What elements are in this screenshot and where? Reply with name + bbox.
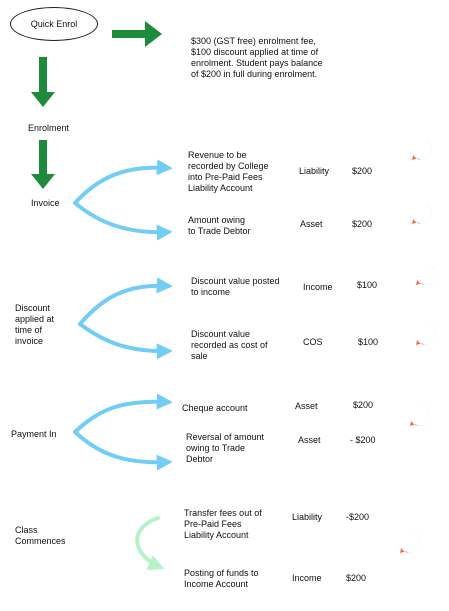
marker-badge-number: 5	[417, 411, 423, 421]
entry-line: sale	[191, 351, 208, 361]
marker-badge: 5	[409, 405, 431, 427]
entry-type: Asset	[295, 401, 318, 411]
marker-pin-icon	[412, 140, 432, 160]
marker-pin-icon	[412, 204, 432, 224]
entry-description: Discount value recorded as cost of sale	[191, 329, 268, 362]
entry-line: Pre-Paid Fees	[184, 519, 242, 529]
marker-badge-number: 1	[419, 145, 425, 155]
entry-amount: -$200	[346, 512, 370, 522]
entry-line: Reversal of amount	[186, 432, 265, 442]
entry-line: Discount value posted	[191, 276, 280, 286]
entry-amount: - $200	[350, 435, 376, 445]
green-arrow-down-2	[31, 140, 55, 189]
green-arrow-down-1	[31, 57, 55, 107]
entry-line: into Pre-Paid Fees	[188, 172, 263, 182]
marker-badge: 1	[411, 139, 433, 161]
step-class-line: Class	[15, 525, 38, 535]
entry-description: Cheque account	[182, 403, 248, 414]
step-discount-line: Discount	[15, 303, 51, 313]
entry-description: Reversal of amount owing to Trade Debtor	[186, 432, 264, 465]
entry-amount: $200	[352, 166, 373, 176]
quick-enrol-label: Quick Enrol	[30, 19, 78, 29]
marker-badge: 6	[399, 532, 421, 554]
step-discount-line: invoice	[15, 336, 44, 346]
entry-line: owing to Trade	[186, 443, 246, 453]
entry-type: Income	[303, 282, 333, 292]
step-class-line: Commences	[15, 536, 66, 546]
entry-type: Liability	[292, 512, 323, 522]
marker-badge-number: 2	[419, 209, 425, 219]
entry-line: Liability Account	[184, 530, 249, 540]
entry-line: recorded as cost of	[191, 340, 268, 350]
payment-branch-down	[73, 430, 173, 471]
entry-amount: $200	[346, 573, 367, 583]
entry-line: Amount owing	[188, 215, 246, 225]
payment-branch-up	[73, 393, 173, 434]
marker-badge-number: 6	[407, 538, 413, 548]
marker-pin-icon	[416, 325, 436, 345]
entry-description: Posting of funds to Income Account	[184, 568, 259, 590]
entry-description: Revenue to be recorded by College into P…	[188, 150, 269, 194]
marker-badge: 2	[411, 203, 433, 225]
fee-note-line: $100 discount applied at time of	[191, 47, 319, 57]
marker-badge: 3	[415, 264, 437, 286]
discount-branch-up	[78, 277, 173, 326]
entry-amount: $100	[357, 280, 378, 290]
marker-pin-icon	[416, 265, 436, 285]
entry-line: Discount value	[191, 329, 251, 339]
step-invoice: Invoice	[31, 198, 60, 208]
entry-type: Asset	[298, 435, 321, 445]
transfer-arrow	[135, 516, 165, 570]
entry-line: Debtor	[186, 454, 214, 464]
step-enrolment: Enrolment	[28, 123, 70, 133]
entry-line: Revenue to be	[188, 150, 247, 160]
entry-type: Income	[292, 573, 322, 583]
entry-line: Liability Account	[188, 183, 253, 193]
entry-description: Discount value posted to income	[191, 276, 280, 298]
entry-line: recorded by College	[188, 161, 269, 171]
marker-badge-number: 3	[423, 270, 429, 280]
entry-type: Liability	[299, 166, 330, 176]
entry-line: Transfer fees out of	[184, 508, 262, 518]
step-discount-line: applied at	[15, 314, 55, 324]
fee-note: $300 (GST free) enrolment fee, $100 disc…	[191, 36, 323, 80]
invoice-branch-down	[73, 201, 173, 241]
marker-badge-number: 4	[423, 330, 429, 340]
entry-line: to income	[191, 287, 231, 297]
invoice-branch-up	[73, 159, 173, 205]
fee-note-line: enrolment. Student pays balance	[191, 58, 323, 68]
entry-type: COS	[303, 337, 323, 347]
entry-amount: $100	[358, 337, 379, 347]
discount-branch-down	[78, 322, 173, 360]
entry-line: Posting of funds to	[184, 568, 259, 578]
entry-line: Income Account	[184, 579, 249, 589]
entry-amount: $200	[353, 400, 374, 410]
step-discount-line: time of	[15, 325, 43, 335]
step-discount: Discount applied at time of invoice	[15, 303, 54, 347]
entry-amount: $200	[352, 219, 373, 229]
marker-pin-icon	[400, 533, 420, 553]
step-class-commences: Class Commences	[15, 525, 66, 547]
green-arrow-right	[112, 21, 162, 47]
quick-enrol-node: Quick Enrol	[10, 7, 98, 41]
entry-line: Cheque account	[182, 403, 248, 413]
entry-type: Asset	[300, 219, 323, 229]
entry-description: Amount owing to Trade Debtor	[188, 215, 251, 237]
marker-pin-icon	[410, 406, 430, 426]
step-payment-in: Payment In	[11, 429, 57, 439]
fee-note-line: $300 (GST free) enrolment fee,	[191, 36, 316, 46]
entry-line: to Trade Debtor	[188, 226, 251, 236]
entry-description: Transfer fees out of Pre-Paid Fees Liabi…	[184, 508, 262, 541]
marker-badge: 4	[415, 324, 437, 346]
fee-note-line: of $200 in full during enrolment.	[191, 69, 318, 79]
